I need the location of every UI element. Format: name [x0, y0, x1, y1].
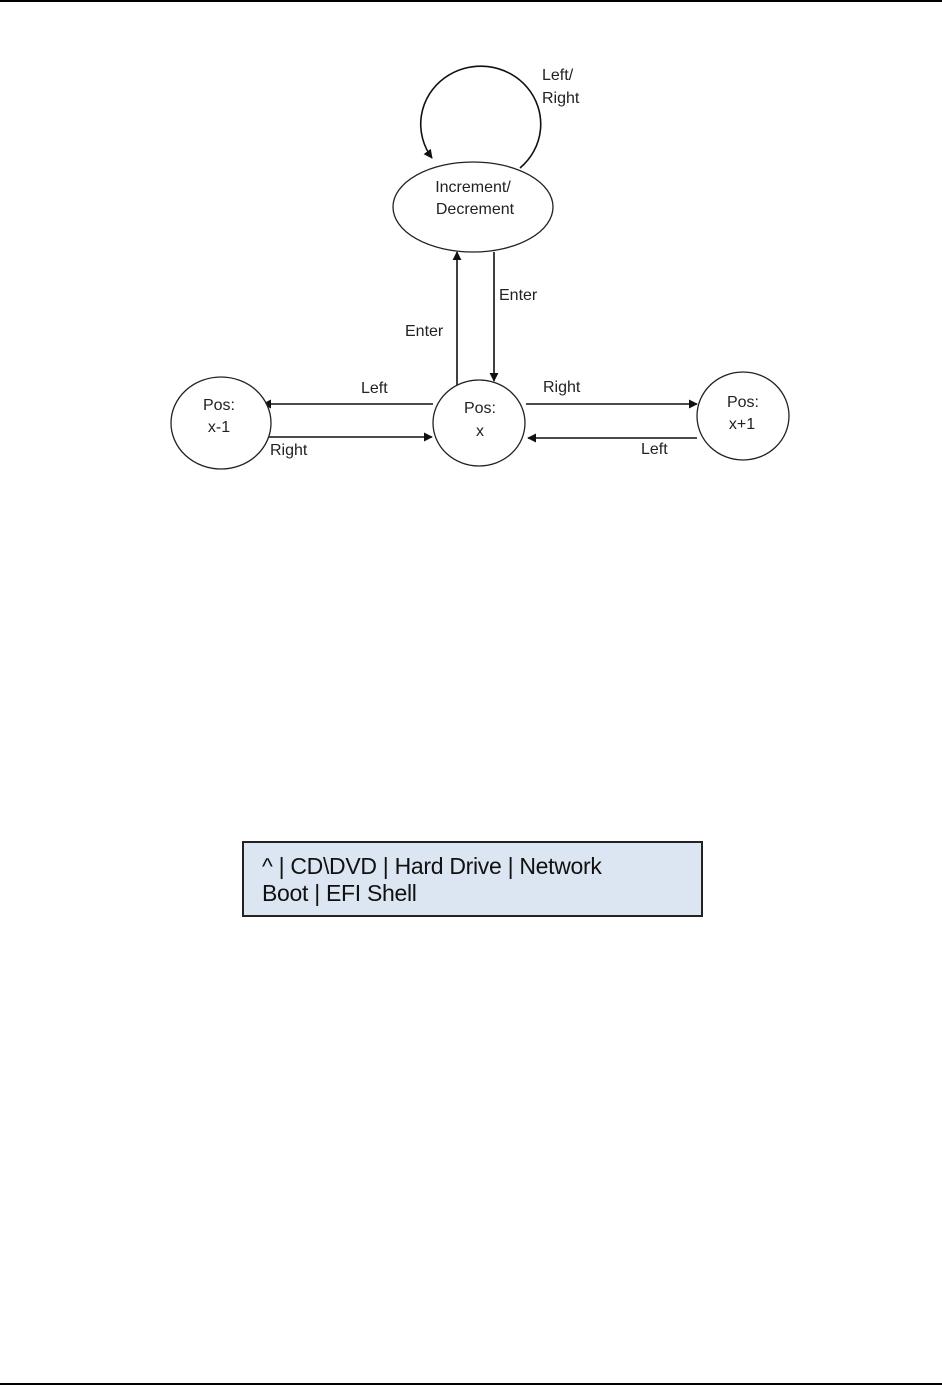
edge-label: Enter — [405, 323, 444, 340]
node-shape — [696, 371, 790, 461]
edge-incdec-self-loop: Left/ Right — [419, 65, 580, 169]
node-label: Pos: — [464, 400, 496, 417]
edge-pos-x-to-pos-x-plus-1: Right — [526, 379, 698, 409]
node-label: x-1 — [208, 419, 230, 436]
state-diagram: Left/ Right Enter Enter Left Right Right… — [170, 65, 790, 470]
node-pos-x-minus-1: Pos: x-1 — [170, 376, 272, 470]
page-top-rule — [0, 0, 942, 2]
node-shape — [170, 376, 272, 470]
edge-pos-x-plus-1-to-pos-x: Left — [527, 433, 697, 458]
node-pos-x: Pos: x — [432, 379, 526, 467]
node-label: Pos: — [203, 397, 235, 414]
edge-label: Right — [542, 90, 580, 107]
edge-label: Left — [641, 441, 668, 458]
edge-label: Right — [543, 379, 581, 396]
node-increment-decrement: Increment/ Decrement — [392, 161, 554, 253]
boot-menu-box: ^ | CD\DVD | Hard Drive | Network Boot |… — [242, 841, 703, 917]
edge-label: Right — [270, 442, 308, 459]
edge-pos-x-minus-1-to-pos-x: Right — [268, 432, 433, 459]
node-label: x — [476, 423, 484, 440]
boot-menu-line: Boot | EFI Shell — [262, 880, 417, 906]
node-label: Pos: — [727, 394, 759, 411]
page-bottom-rule — [0, 1383, 942, 1385]
node-shape — [392, 161, 554, 253]
edge-incdec-to-pos-x: Enter — [489, 252, 538, 382]
node-label: Decrement — [436, 201, 515, 218]
node-label: x+1 — [729, 416, 755, 433]
boot-menu-line: ^ | CD\DVD | Hard Drive | Network — [262, 853, 602, 879]
edge-pos-x-to-incdec: Enter — [405, 251, 462, 388]
edge-label: Left/ — [542, 67, 574, 84]
node-pos-x-plus-1: Pos: x+1 — [696, 371, 790, 461]
node-label: Increment/ — [435, 179, 511, 196]
edge-label: Enter — [499, 287, 538, 304]
node-shape — [432, 379, 526, 467]
edge-pos-x-to-pos-x-minus-1: Left — [262, 380, 433, 409]
self-loop-arrow — [419, 65, 542, 169]
edge-label: Left — [361, 380, 388, 397]
